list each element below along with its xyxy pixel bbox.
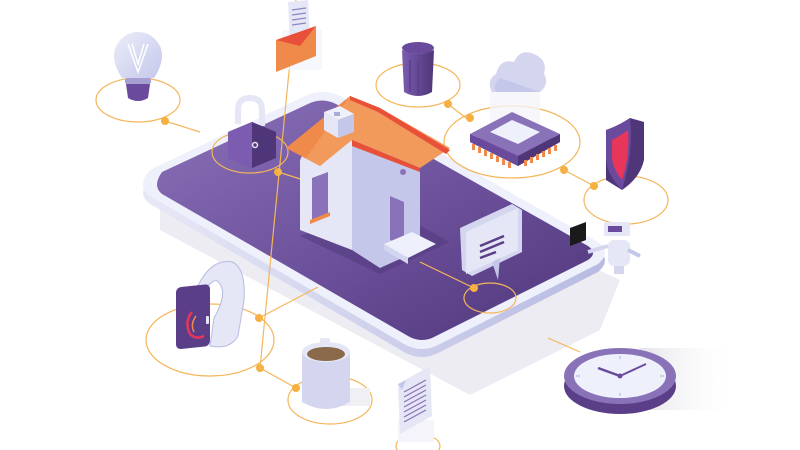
clock-icon — [564, 348, 740, 414]
shield-icon — [606, 118, 644, 190]
lock-icon — [228, 94, 276, 168]
robot-icon — [570, 222, 641, 274]
document-icon — [398, 366, 434, 442]
chat-icon — [460, 204, 522, 280]
house-icon — [286, 96, 450, 274]
coffee-icon — [302, 338, 370, 409]
light-bulb-icon — [114, 32, 162, 101]
trash-icon — [402, 42, 434, 96]
mail-icon — [276, 0, 322, 72]
smartwatch-icon — [176, 261, 245, 350]
chip-icon — [470, 112, 560, 168]
